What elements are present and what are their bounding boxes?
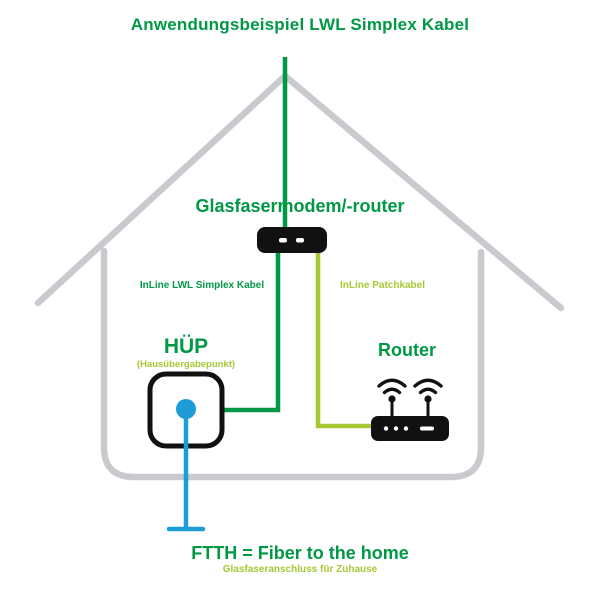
modem-led-left — [279, 238, 287, 243]
diagram-title: Anwendungsbeispiel LWL Simplex Kabel — [130, 15, 470, 34]
modem-icon — [257, 227, 327, 253]
ftth-sublabel: Glasfaseranschluss für Zuhause — [222, 564, 378, 575]
ftth-label: FTTH = Fiber to the home — [191, 543, 409, 563]
patch-cable-label: InLine Patchkabel — [339, 280, 426, 291]
router-body — [371, 416, 449, 441]
huep-label: HÜP — [163, 335, 209, 358]
patch-cable-line — [315, 250, 376, 429]
wifi-icon-left — [377, 378, 407, 418]
modem-body — [257, 227, 327, 253]
huep-fiber-port-dot — [176, 399, 196, 419]
router-icon — [371, 378, 449, 441]
house-body-outline — [100, 247, 485, 481]
simplex-cable-label: InLine LWL Simplex Kabel — [139, 280, 265, 291]
modem-led-right — [296, 238, 304, 243]
simplex-cable-line — [224, 250, 281, 413]
wifi-icon-right — [413, 378, 443, 418]
modem-label: Glasfasermodem/-router — [195, 196, 405, 216]
huep-sublabel: (Hausübergabepunkt) — [136, 359, 236, 370]
router-label: Router — [378, 340, 436, 360]
